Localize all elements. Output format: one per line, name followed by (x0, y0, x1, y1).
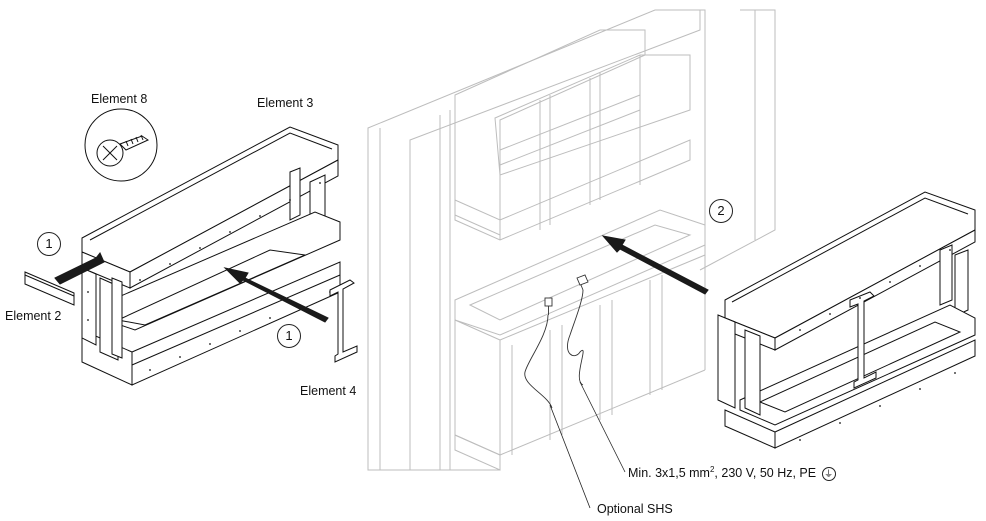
step-1-marker-center: 1 (277, 324, 301, 348)
cable-spec-label: Min. 3x1,5 mm2, 230 V, 50 Hz, PE ⏚ (628, 465, 836, 482)
left-unit (81, 126, 341, 386)
wall-frame (367, 9, 776, 471)
arrow-element-4 (223, 267, 329, 323)
right-unit (717, 191, 976, 449)
element-4-label: Element 4 (300, 384, 357, 398)
cable-spec-suffix: , 230 V, 50 Hz, PE (714, 466, 817, 481)
assembly-arrows (54, 235, 709, 323)
element-2-label: Element 2 (5, 309, 62, 323)
element-4-part (329, 279, 358, 363)
element-8-screw-detail (84, 108, 158, 182)
element-3-label: Element 3 (257, 96, 314, 110)
element-8-label: Element 8 (91, 92, 148, 106)
leader-lines (549, 381, 626, 509)
step-2-marker: 2 (709, 199, 733, 223)
step-1-marker-left: 1 (37, 232, 61, 256)
wall-cables (524, 274, 589, 409)
element-2-part (24, 271, 75, 306)
arrow-step-2 (601, 235, 709, 295)
cable-spec-prefix: Min. 3x1,5 mm (628, 466, 710, 481)
optional-shs-label: Optional SHS (597, 502, 673, 516)
earth-icon: ⏚ (821, 467, 836, 482)
cable-spec-exponent: 2 (709, 465, 715, 474)
arrow-element-2 (54, 252, 105, 285)
